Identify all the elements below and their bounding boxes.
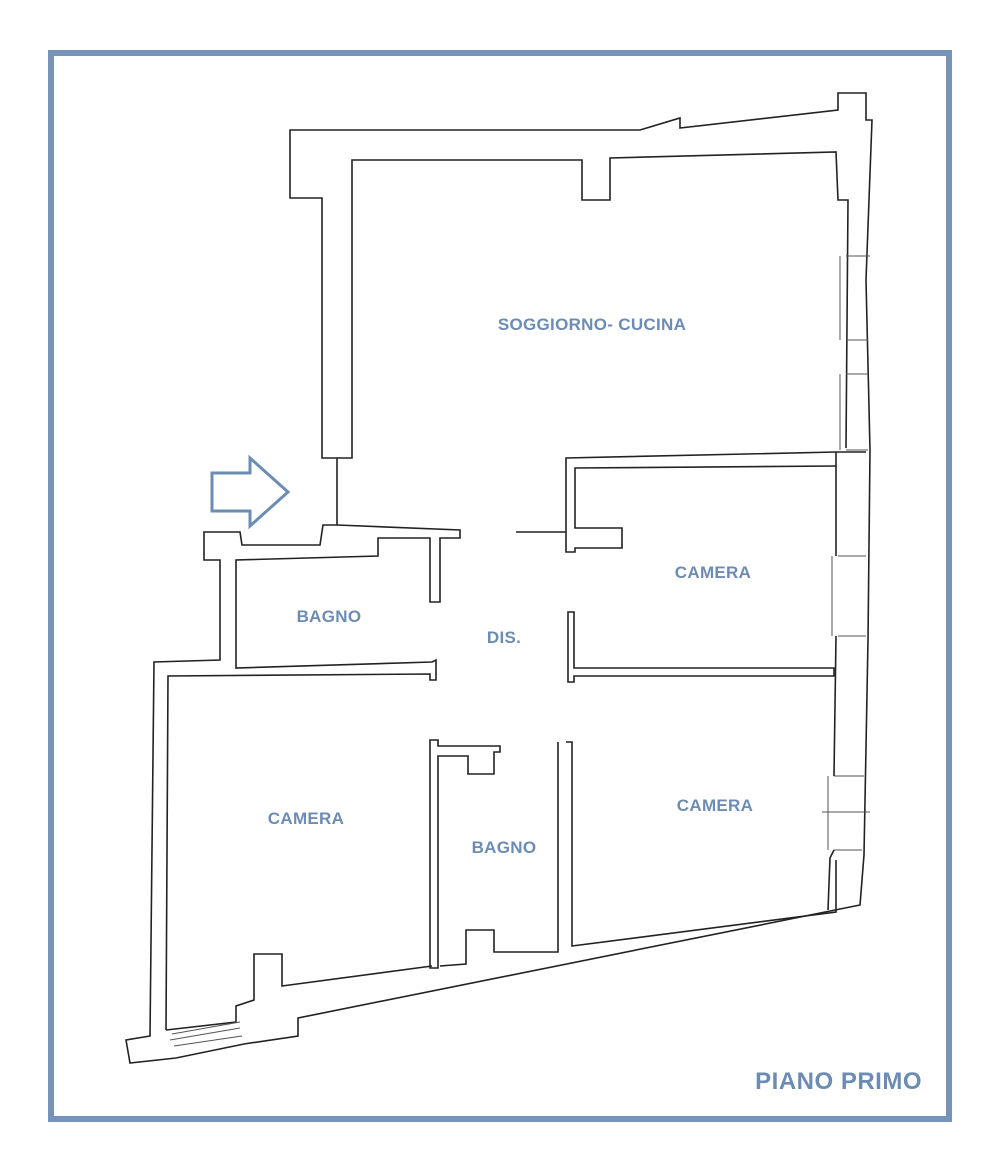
southwest-room-wall (165, 953, 433, 1031)
room-label-bedroom-east: CAMERA (674, 563, 752, 582)
entrance-arrow-icon (210, 454, 291, 530)
southwest-window (169, 1021, 243, 1047)
room-label-bathroom-west: BAGNO (296, 607, 362, 626)
living-inner-wall (337, 151, 849, 459)
room-label-bedroom-southwest: CAMERA (267, 809, 345, 828)
room-label-living-kitchen: SOGGIORNO- CUCINA (497, 315, 687, 334)
south-bath-walls (429, 739, 837, 969)
hallway-walls (516, 451, 837, 683)
east-wall-inner (827, 451, 866, 911)
entrance-wall (165, 524, 461, 1031)
east-windows (822, 255, 870, 851)
room-label-bedroom-southeast: CAMERA (676, 796, 754, 815)
outer-wall (125, 92, 873, 1064)
plan-frame (48, 50, 952, 1122)
room-label-bathroom-south: BAGNO (471, 838, 537, 857)
room-label-hallway: DIS. (486, 628, 522, 647)
floor-title: PIANO PRIMO (755, 1068, 922, 1095)
